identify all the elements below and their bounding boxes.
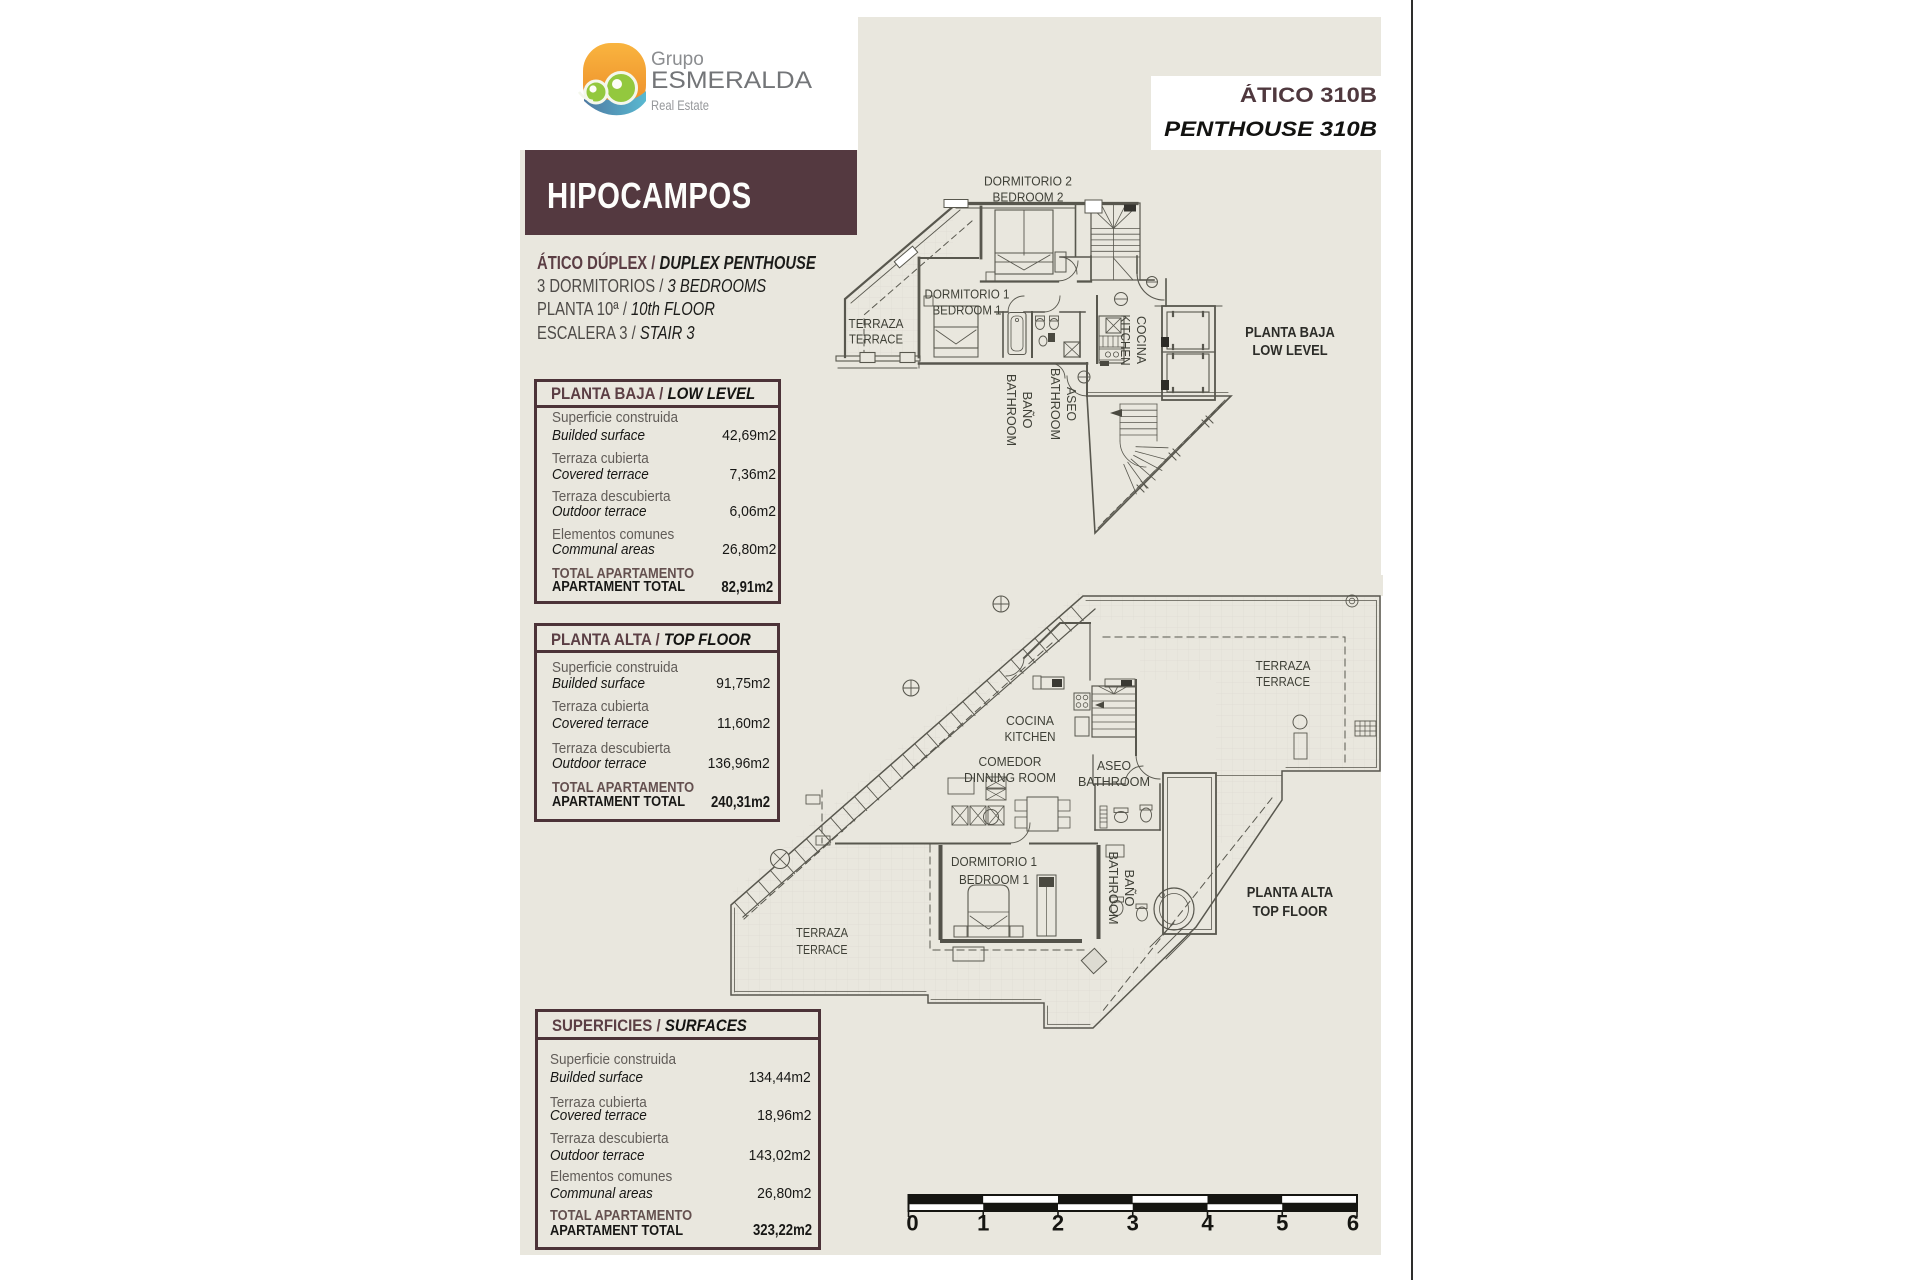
svg-text:ASEO: ASEO — [1097, 758, 1131, 773]
svg-text:TERRACE: TERRACE — [849, 332, 903, 347]
svg-text:ASEO: ASEO — [1064, 387, 1079, 421]
svg-text:KITCHEN: KITCHEN — [1005, 729, 1056, 744]
svg-text:1: 1 — [977, 1211, 989, 1236]
svg-text:TERRAZA: TERRAZA — [849, 316, 904, 331]
svg-text:BAÑO: BAÑO — [1122, 870, 1137, 907]
svg-text:BAÑO: BAÑO — [1020, 392, 1035, 429]
svg-text:BEDROOM 1: BEDROOM 1 — [933, 303, 1002, 318]
svg-text:Grupo: Grupo — [651, 49, 704, 70]
svg-text:BATHROOM: BATHROOM — [1078, 774, 1150, 789]
svg-text:6: 6 — [1347, 1211, 1359, 1236]
svg-text:COCINA: COCINA — [1134, 316, 1149, 364]
svg-text:3: 3 — [1127, 1211, 1139, 1236]
svg-text:DORMITORIO 1: DORMITORIO 1 — [925, 287, 1010, 302]
svg-text:COMEDOR: COMEDOR — [979, 754, 1042, 769]
svg-text:COCINA: COCINA — [1006, 713, 1054, 728]
svg-text:TERRACE: TERRACE — [1256, 674, 1310, 689]
svg-text:DINNING ROOM: DINNING ROOM — [964, 770, 1056, 785]
svg-text:DORMITORIO 2: DORMITORIO 2 — [984, 174, 1072, 189]
svg-text:TERRACE: TERRACE — [797, 942, 848, 957]
svg-text:BATHROOM: BATHROOM — [1106, 852, 1121, 925]
svg-text:KITCHEN: KITCHEN — [1118, 315, 1133, 366]
svg-text:BEDROOM 1: BEDROOM 1 — [959, 872, 1029, 887]
svg-text:ESMERALDA: ESMERALDA — [651, 67, 813, 94]
svg-text:Real Estate: Real Estate — [651, 97, 709, 113]
svg-text:BATHROOM: BATHROOM — [1004, 374, 1019, 446]
svg-text:BATHROOM: BATHROOM — [1048, 368, 1063, 440]
svg-text:TERRAZA: TERRAZA — [796, 925, 848, 940]
svg-text:DORMITORIO 1: DORMITORIO 1 — [951, 854, 1037, 869]
svg-text:2: 2 — [1052, 1211, 1064, 1236]
svg-text:0: 0 — [906, 1211, 918, 1236]
svg-text:TERRAZA: TERRAZA — [1256, 658, 1311, 673]
svg-text:4: 4 — [1201, 1211, 1214, 1236]
svg-text:5: 5 — [1276, 1211, 1288, 1236]
svg-text:BEDROOM 2: BEDROOM 2 — [993, 190, 1064, 205]
